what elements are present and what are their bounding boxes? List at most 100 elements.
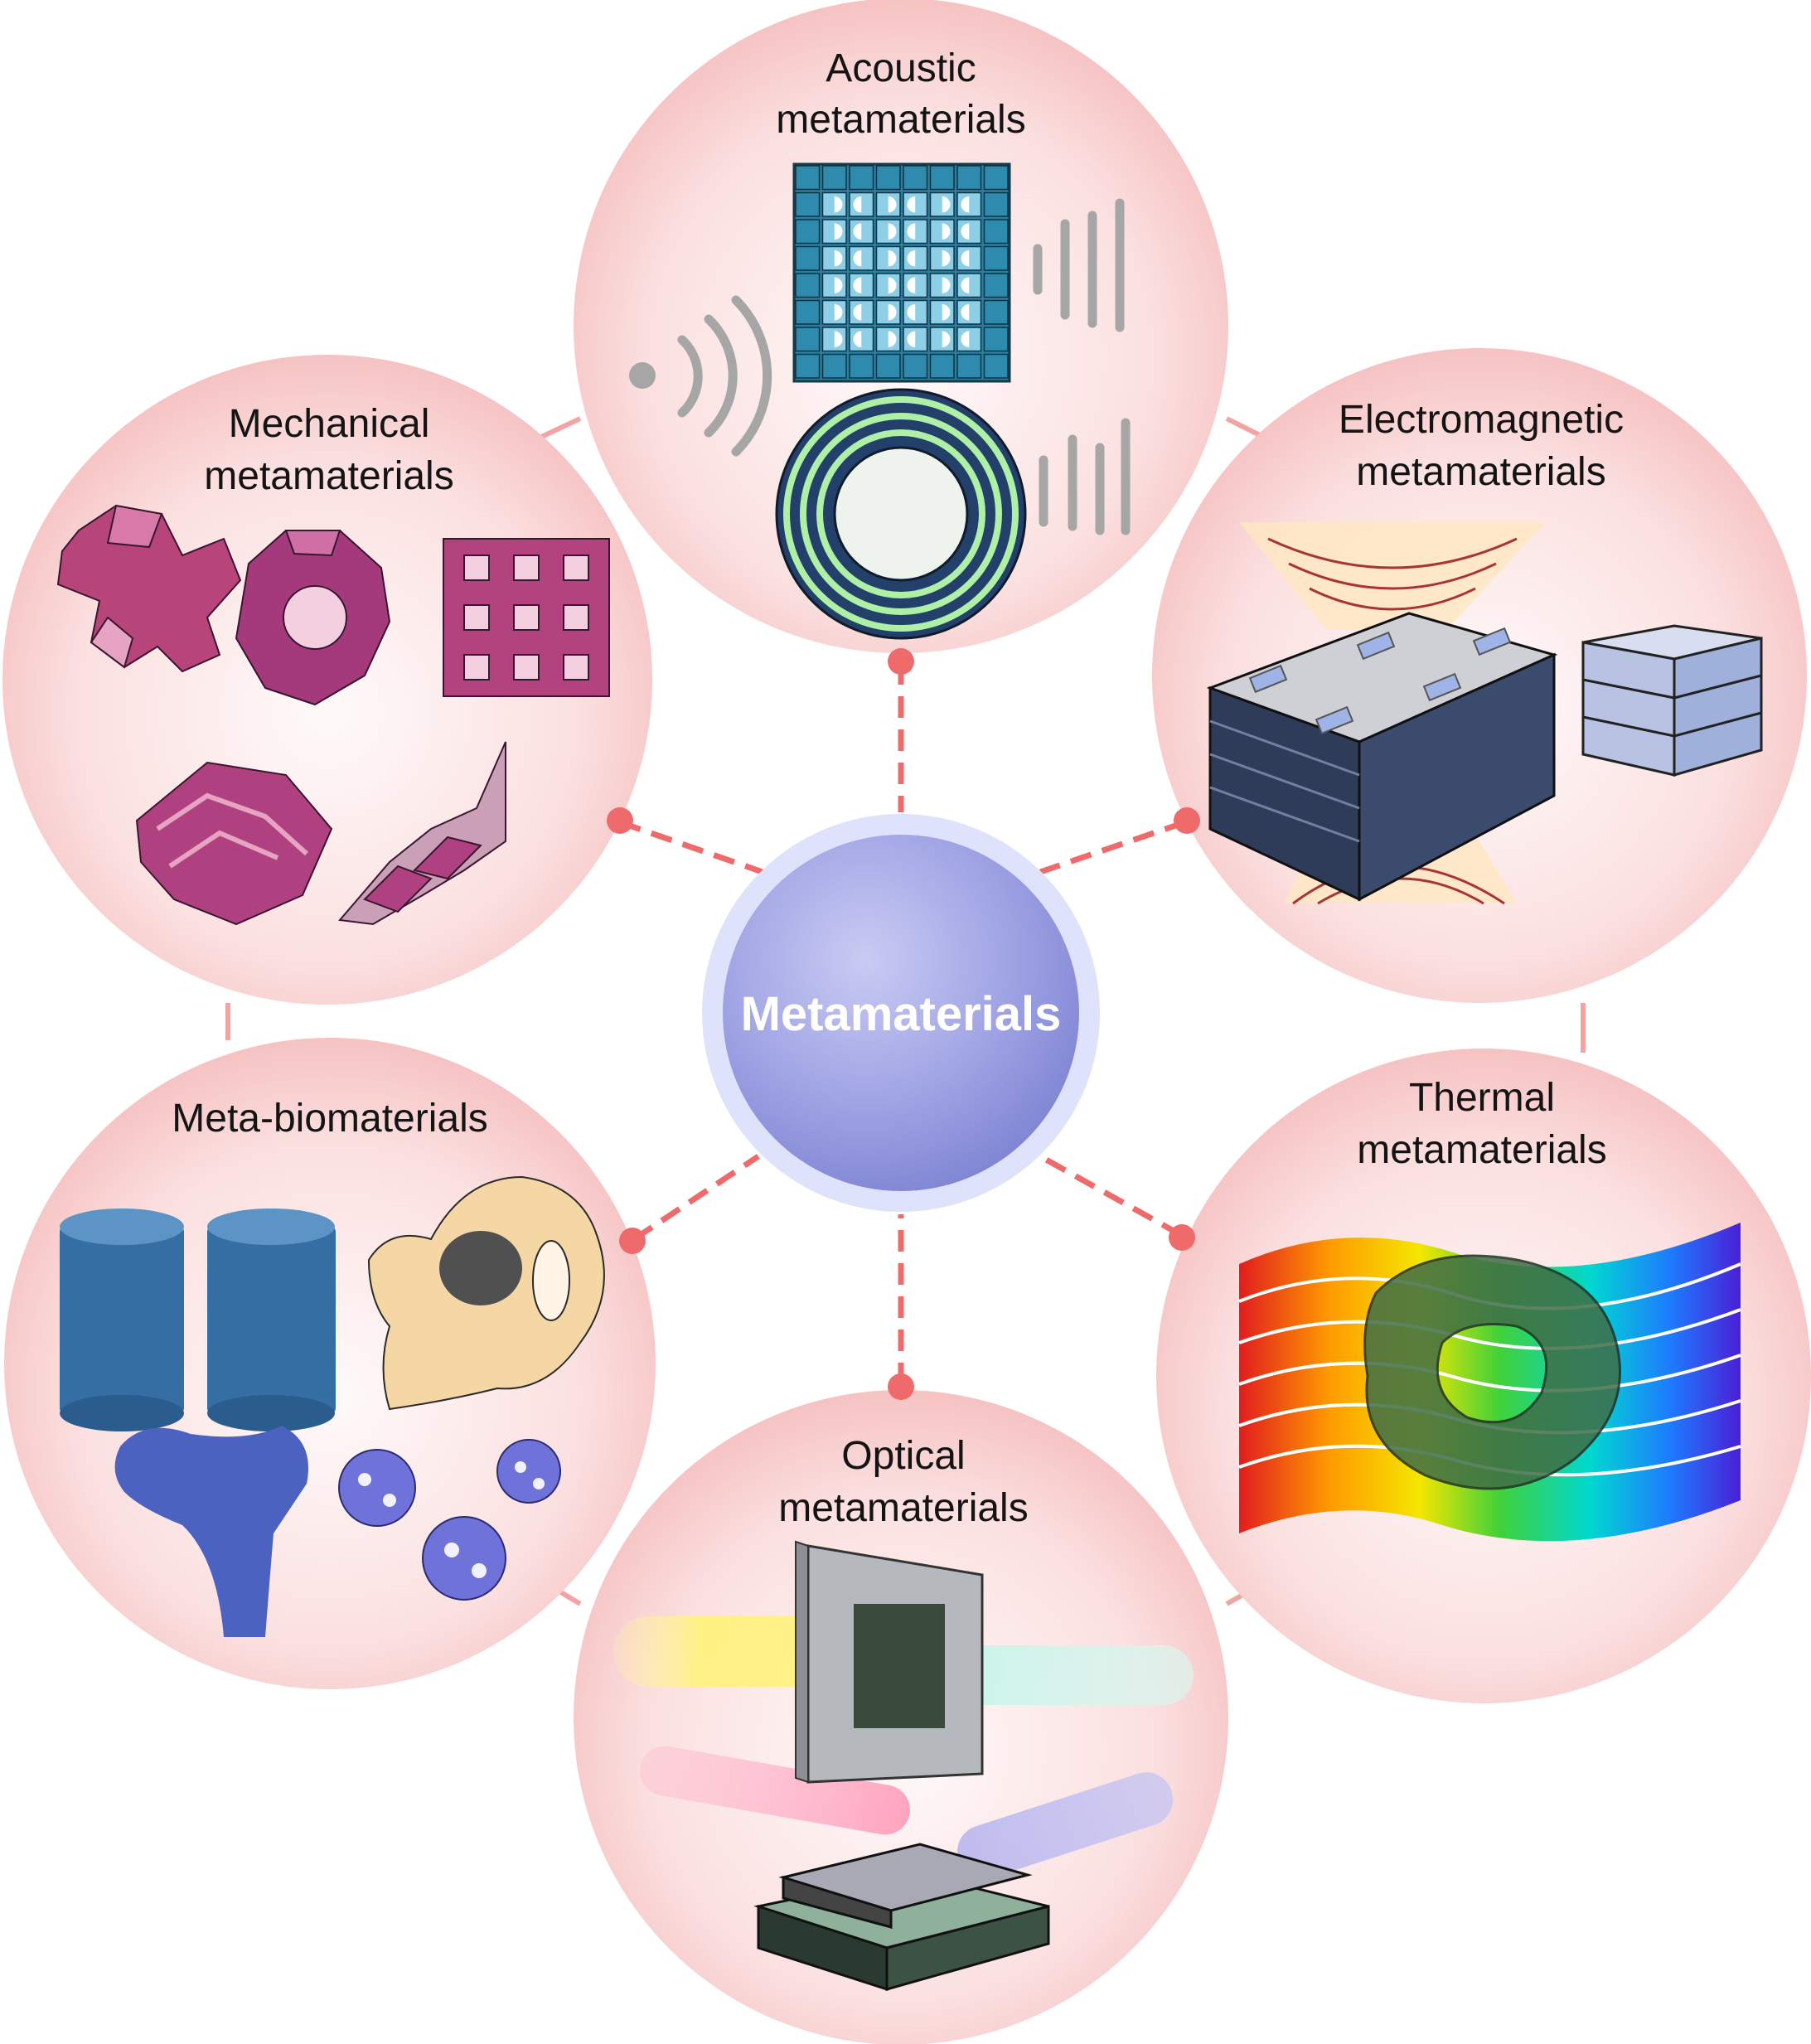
acoustic-cell-inclusion [907, 196, 916, 213]
thermal-cloak [1363, 1254, 1621, 1490]
acoustic-cell [903, 165, 928, 191]
acoustic-cell [983, 191, 1009, 217]
acoustic-cell [983, 245, 1009, 271]
category-title-line: Thermal [1409, 1076, 1555, 1120]
acoustic-cell-inclusion [907, 223, 916, 240]
acoustic-cell [795, 327, 821, 352]
acoustic-cell [795, 245, 821, 271]
acoustic-cell-inclusion [942, 331, 951, 347]
optical-pillar-chip [753, 1843, 1050, 1992]
acoustic-cell [821, 353, 847, 379]
optical-illustration [613, 1540, 1194, 1992]
light-beam-purple [957, 1772, 1174, 1879]
acoustic-cell [849, 165, 874, 191]
acoustic-cell-inclusion [888, 331, 897, 347]
electromagnetic-illustration [1206, 522, 1763, 905]
mechanical-cross-cell [56, 504, 242, 673]
acoustic-cell-inclusion [888, 196, 897, 213]
sound-wave-icon [677, 295, 772, 457]
acoustic-cell-inclusion [961, 250, 970, 267]
em-stacked-block [1206, 612, 1558, 902]
acoustic-cell-inclusion [961, 223, 970, 240]
acoustic-cell [983, 327, 1009, 352]
category-title-line: metamaterials [778, 1486, 1028, 1530]
acoustic-cell-inclusion [961, 331, 970, 347]
acoustic-cell-inclusion [942, 223, 951, 240]
mechanical-kirigami-strip [338, 741, 506, 926]
sound-bars-icon [1039, 418, 1131, 535]
category-title-line: Mechanical [229, 402, 430, 446]
acoustic-cell-inclusion [888, 304, 897, 321]
acoustic-cell [903, 353, 928, 379]
center-node: Metamaterials [702, 814, 1100, 1212]
sound-bars-icon [1033, 198, 1125, 332]
acoustic-cell-inclusion [907, 277, 916, 293]
acoustic-cell-inclusion [888, 223, 897, 240]
acoustic-cell-inclusion [834, 196, 843, 213]
bio-lattice-cylinder [207, 1208, 336, 1431]
acoustic-cell [795, 191, 821, 217]
acoustic-cell [983, 299, 1009, 325]
category-title-line: Meta-biomaterials [172, 1097, 487, 1141]
bio-porous-scaffold [338, 1439, 561, 1601]
category-title-line: Optical [841, 1434, 965, 1478]
acoustic-cell [795, 353, 821, 379]
acoustic-illustration [629, 162, 1131, 640]
em-stacked-tower [1581, 624, 1763, 777]
acoustic-cell-inclusion [907, 304, 916, 321]
acoustic-cell [983, 219, 1009, 245]
acoustic-cell [929, 165, 955, 191]
acoustic-cell-inclusion [942, 277, 951, 293]
mechanical-cubic-lattice [443, 538, 610, 697]
mechanical-folded-sheet [135, 761, 333, 926]
acoustic-ring-resonator [775, 388, 1027, 640]
acoustic-cell-inclusion [888, 277, 897, 293]
acoustic-cell [795, 165, 821, 191]
acoustic-cell [849, 353, 874, 379]
bio-pelvis-implant [367, 1175, 605, 1411]
category-title-line: Electromagnetic [1339, 398, 1624, 442]
acoustic-cell-inclusion [853, 223, 862, 240]
mechanical-sphere-cell [235, 530, 391, 706]
acoustic-cell-inclusion [907, 250, 916, 267]
optical-metasurface-panel [795, 1540, 984, 1784]
acoustic-cell [795, 299, 821, 325]
acoustic-cell-inclusion [853, 304, 862, 321]
center-label: Metamaterials [741, 987, 1062, 1041]
category-title-line: metamaterials [776, 98, 1025, 142]
mechanical-illustration [56, 504, 610, 926]
acoustic-cell [875, 353, 901, 379]
acoustic-cell-inclusion [834, 331, 843, 347]
acoustic-cell-inclusion [942, 304, 951, 321]
acoustic-cell [795, 273, 821, 298]
acoustic-cell-inclusion [834, 304, 843, 321]
light-beam-yellow [613, 1616, 829, 1687]
acoustic-cell-inclusion [961, 196, 970, 213]
category-title-line: Acoustic [826, 46, 976, 90]
category-title-thermal: Thermal metamaterials [1357, 1076, 1606, 1172]
spoke-dots [607, 648, 1200, 1400]
sound-source-icon [629, 362, 656, 389]
acoustic-cell-inclusion [907, 331, 916, 347]
acoustic-cell-inclusion [853, 196, 862, 213]
category-title-mechanical: Mechanical metamaterials [204, 402, 453, 498]
meta-bio-illustration [60, 1175, 605, 1637]
acoustic-lattice-cells [795, 165, 1009, 379]
acoustic-cell-inclusion [942, 196, 951, 213]
acoustic-cell-inclusion [942, 250, 951, 267]
acoustic-cell-inclusion [834, 250, 843, 267]
acoustic-cell-inclusion [853, 277, 862, 293]
bio-femur-implant [114, 1426, 308, 1637]
acoustic-cell [929, 353, 955, 379]
acoustic-cell [821, 165, 847, 191]
category-title-line: metamaterials [204, 454, 453, 498]
acoustic-cell [983, 165, 1009, 191]
acoustic-cell-inclusion [834, 277, 843, 293]
category-title-line: metamaterials [1357, 1128, 1606, 1172]
acoustic-cell-inclusion [961, 304, 970, 321]
acoustic-cell-inclusion [888, 250, 897, 267]
acoustic-cell-inclusion [853, 331, 862, 347]
category-title-meta-bio: Meta-biomaterials [172, 1097, 487, 1141]
acoustic-cell [956, 353, 982, 379]
thermal-illustration [1238, 1223, 1741, 1542]
